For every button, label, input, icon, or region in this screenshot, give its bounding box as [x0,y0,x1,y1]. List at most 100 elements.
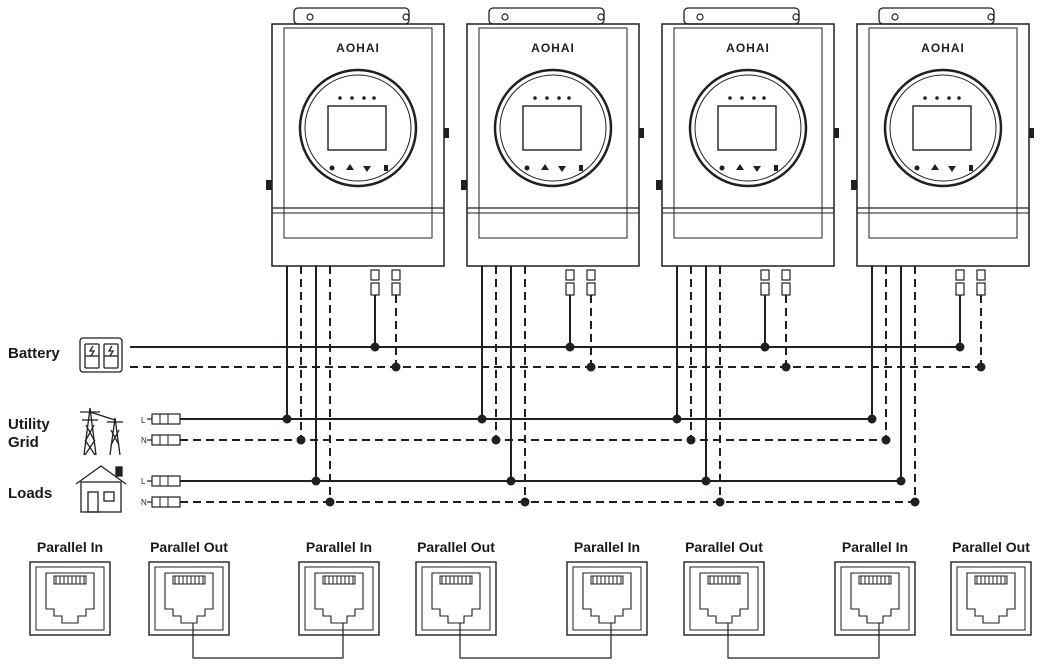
status-led-icon [533,96,537,100]
front-panel [283,27,433,239]
status-led-icon [752,96,756,100]
mount-hole-icon [306,13,314,21]
port-label: Parallel Out [150,539,228,555]
status-led-icon [567,96,571,100]
display-ring-inner [499,74,607,182]
enter-button-icon [774,165,778,171]
port-frame-inner [154,566,224,631]
terminal-block [151,475,181,487]
front-panel [673,27,823,239]
rj45-port-in: Parallel In [834,539,916,636]
up-button-icon [931,164,939,170]
battery-terminal [976,282,986,296]
inverter-unit: AOHAI [266,7,449,296]
status-led-icon [957,96,961,100]
battery-terminal [955,269,965,281]
inverter-unit: AOHAI [851,7,1034,296]
port-label: Parallel Out [685,539,763,555]
side-knob [639,128,644,138]
grid-n-tag: N [141,436,147,445]
side-knob [834,128,839,138]
status-led-icon [350,96,354,100]
menu-button-icon [914,165,920,171]
bus-lines [130,266,986,508]
status-led-icon [362,96,366,100]
port-frame-inner [421,566,491,631]
rj45-socket-icon [966,572,1016,624]
display-ring-inner [304,74,412,182]
port-frame [298,561,380,636]
utility-tower-icon [80,407,123,456]
terminal-block [151,413,181,425]
parallel-ports: Parallel In Parallel Out Parallel In Parall… [29,539,1032,659]
mount-hole-icon [597,13,605,21]
rj45-port-in: Parallel In [566,539,648,636]
battery-terminal [781,269,791,281]
loads-label: Loads [8,485,52,502]
battery-terminal [781,282,791,296]
port-frame [683,561,765,636]
down-button-icon [558,166,566,172]
port-label: Parallel Out [417,539,495,555]
front-panel [478,27,628,239]
front-panel [868,27,1018,239]
inverter-body [661,23,835,267]
load-l-tag: L [141,477,146,486]
mounting-bracket [878,7,995,25]
mount-hole-icon [792,13,800,21]
battery-terminal [955,282,965,296]
down-button-icon [753,166,761,172]
display-ring [298,68,418,188]
rj45-socket-icon [164,572,214,624]
battery-terminal [391,282,401,296]
rj45-pins [858,575,892,585]
inverter-unit: AOHAI [656,7,839,296]
brand-logo: AOHAI [726,41,770,55]
battery-terminal [370,282,380,296]
brand-logo: AOHAI [921,41,965,55]
rj45-port-in: Parallel In [298,539,380,636]
battery-label: Battery [8,345,60,362]
port-label: Parallel In [842,539,908,555]
side-knob [1029,128,1034,138]
rj45-pins [707,575,741,585]
port-frame [950,561,1032,636]
port-frame-inner [304,566,374,631]
rj45-socket-icon [582,572,632,624]
side-knob [851,180,857,190]
battery-terminal [565,269,575,281]
port-frame-inner [689,566,759,631]
status-led-icon [372,96,376,100]
up-button-icon [541,164,549,170]
enter-button-icon [384,165,388,171]
inverter-unit: AOHAI [461,7,644,296]
status-led-icon [557,96,561,100]
menu-button-icon [329,165,335,171]
status-led-icon [947,96,951,100]
mounting-bracket [488,7,605,25]
menu-button-icon [719,165,725,171]
status-led-icon [762,96,766,100]
status-led-icon [740,96,744,100]
rj45-socket-icon [431,572,481,624]
port-frame-inner [840,566,910,631]
up-button-icon [346,164,354,170]
rj45-pins [974,575,1008,585]
status-led-icon [728,96,732,100]
battery-terminal [586,269,596,281]
rj45-socket-icon [699,572,749,624]
mount-hole-icon [987,13,995,21]
display-ring [883,68,1003,188]
house-icon [75,465,127,513]
port-frame-inner [572,566,642,631]
grid-label: Grid [8,434,39,451]
display-ring [688,68,808,188]
side-knob [461,180,467,190]
menu-button-icon [524,165,530,171]
terminal-block [151,434,181,446]
battery-icon [79,337,123,373]
grid-l-tag: L [141,416,146,425]
lcd-screen [717,105,777,151]
